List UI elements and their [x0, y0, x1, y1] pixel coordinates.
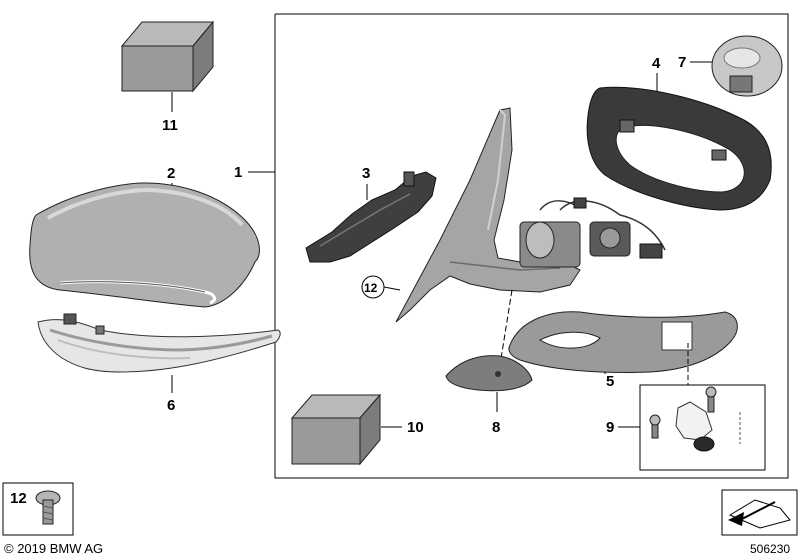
part-3-bracket[interactable] [305, 171, 437, 263]
label-6: 6 [167, 397, 175, 414]
mirror-actuator [519, 197, 666, 268]
arrow-icon [728, 499, 791, 529]
dash-line-8 [499, 289, 513, 366]
label-12-circled: 12 [364, 281, 378, 295]
leader-12-circled [383, 286, 401, 291]
part-11-kit-box[interactable] [120, 20, 215, 93]
label-10: 10 [407, 419, 424, 436]
part-5-lower-cover[interactable] [508, 311, 738, 373]
label-1: 1 [234, 164, 242, 181]
copyright-text: © 2019 BMW AG [4, 541, 103, 556]
part-12-box [2, 482, 74, 536]
part-10-kit-box[interactable] [290, 393, 382, 466]
part-8-gasket[interactable] [445, 355, 533, 392]
label-2: 2 [167, 165, 175, 182]
label-11: 11 [162, 117, 178, 134]
assembly-frame [274, 13, 789, 479]
label-5: 5 [606, 373, 614, 390]
part-2-mirror-cap[interactable] [29, 182, 260, 308]
label-4: 4 [652, 55, 661, 72]
label-8: 8 [492, 419, 500, 436]
label-3: 3 [362, 165, 370, 182]
part-7-adjuster-dome[interactable] [711, 35, 783, 97]
label-9: 9 [606, 419, 614, 436]
label-7: 7 [678, 54, 686, 71]
part-4-mirror-frame[interactable] [586, 86, 772, 211]
part-6-turn-signal[interactable] [37, 313, 281, 373]
label-12: 12 [10, 490, 27, 507]
part-1-mirror-base[interactable] [395, 107, 581, 323]
part-9-screw-set[interactable] [649, 386, 741, 452]
document-number: 506230 [750, 542, 790, 556]
part-12-screw[interactable] [35, 490, 61, 525]
